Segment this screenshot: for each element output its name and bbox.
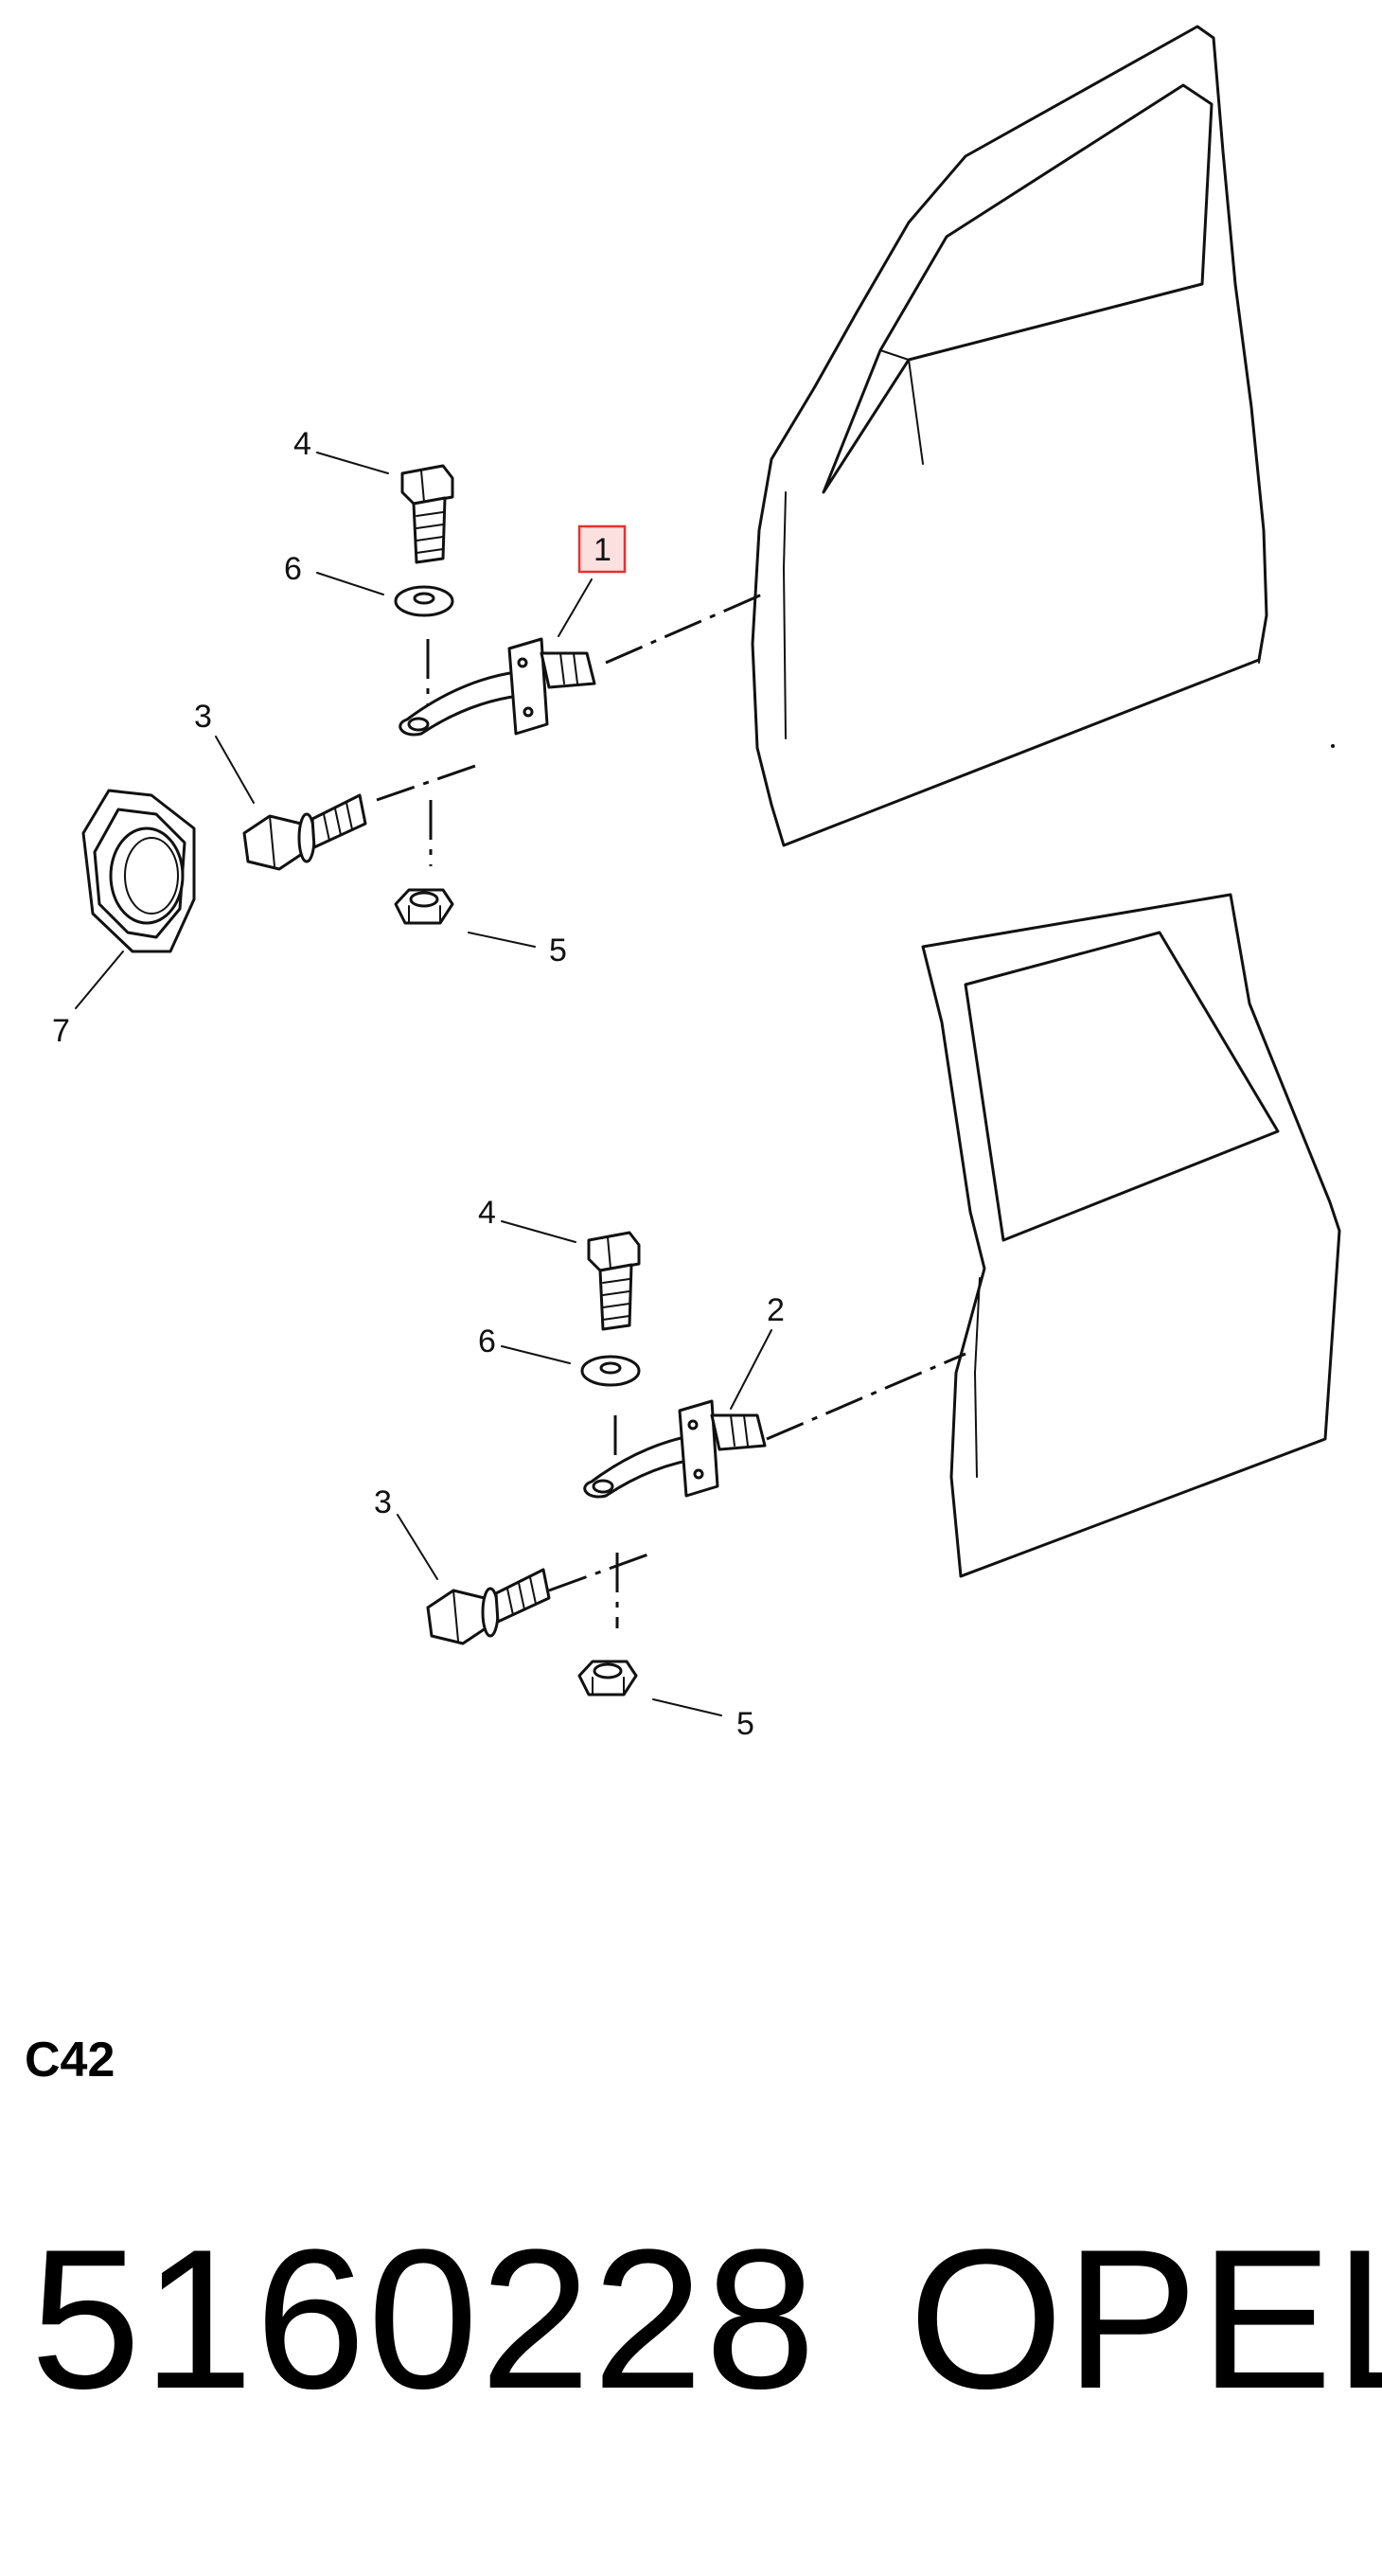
- washer-top: [394, 585, 454, 617]
- bolt-top-horizontal: [242, 793, 367, 871]
- rear-door-outline: [921, 893, 1341, 1578]
- callout-5-bottom: 5: [736, 1706, 754, 1742]
- grommet: [81, 789, 196, 953]
- stray-dot: [1331, 744, 1335, 748]
- check-strap-bottom: [583, 1399, 767, 1499]
- check-strap-top: [399, 637, 596, 737]
- front-door-outline: [751, 25, 1268, 847]
- callout-6-bottom: 6: [478, 1324, 496, 1359]
- callout-1: 1: [594, 532, 611, 568]
- catalog-code: C42: [25, 2033, 115, 2087]
- callout-5-top: 5: [549, 933, 567, 968]
- nut-top: [394, 888, 454, 925]
- highlight-box-callout-1: [577, 524, 627, 574]
- brand-name: OPEL: [909, 2208, 1382, 2430]
- callout-3-bottom: 3: [374, 1484, 392, 1520]
- bolt-bottom: [587, 1231, 641, 1331]
- bottom-door-check-assembly: 4 6 3 5 2: [374, 1195, 966, 1742]
- bolt-bottom-horizontal: [426, 1568, 551, 1645]
- callout-3-top: 3: [194, 699, 212, 735]
- callout-4-bottom: 4: [478, 1195, 496, 1231]
- callout-4-top: 4: [293, 426, 311, 462]
- top-door-check-assembly: 4 6 3 5 7 1: [52, 426, 763, 1049]
- bolt-top: [400, 464, 454, 564]
- callout-7: 7: [52, 1013, 70, 1049]
- part-number: 5160228: [30, 2208, 818, 2430]
- callout-2: 2: [767, 1292, 785, 1328]
- callout-6-top: 6: [284, 551, 302, 587]
- nut-bottom: [577, 1660, 638, 1697]
- washer-bottom: [580, 1355, 641, 1387]
